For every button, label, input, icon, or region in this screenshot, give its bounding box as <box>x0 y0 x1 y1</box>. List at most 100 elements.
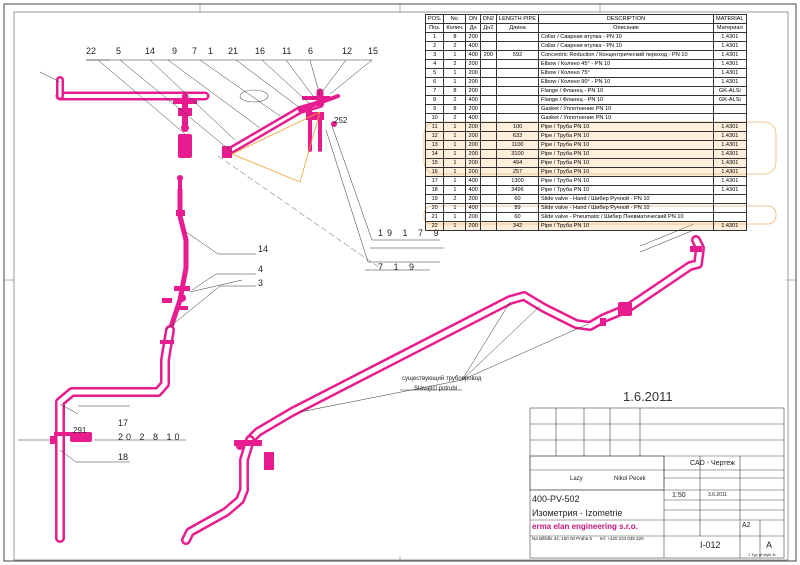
bom-cell <box>496 104 540 114</box>
bom-cell: 100 <box>496 122 540 132</box>
bom-cell: Pipe / Труба PN 10 <box>538 131 715 141</box>
bom-cell <box>496 68 540 78</box>
bom-cell: 1 <box>424 32 445 42</box>
bom-col-dn2-ru: Дн2 <box>479 23 498 33</box>
bom-cell: 1.4301 <box>713 140 747 150</box>
existing-pipe-ru: существующий трубопровод <box>402 376 482 382</box>
bom-cell: 592 <box>496 50 540 60</box>
middle-fittings <box>50 175 190 444</box>
bom-cell <box>479 122 498 132</box>
title-name1: Lazy <box>570 476 583 482</box>
callout-mid-14: 14 <box>258 244 269 254</box>
bom-cell: 200 <box>465 59 481 69</box>
callout-mid-3: 3 <box>258 278 264 288</box>
bom-col-pos: POS. <box>424 14 445 24</box>
bom-cell: 18 <box>424 185 445 195</box>
callout-top-1: 1 <box>208 46 214 56</box>
bom-cell: 200 <box>465 158 481 168</box>
right-fittings <box>234 246 702 470</box>
bom-col-material-ru: Материал <box>713 23 747 33</box>
bom-cell <box>713 212 747 222</box>
bom-cell: Slide valve - Hand / Шибер Ручной - PN 1… <box>538 194 715 204</box>
bom-cell <box>479 167 498 177</box>
bom-cell: Slide valve - Hand / Шибер Ручной - PN 1… <box>538 203 715 213</box>
existing-pipe-cz: Stávající potrubí <box>414 386 458 392</box>
bom-cell: Elbow / Колено 75° <box>538 68 715 78</box>
bom-cell: 494 <box>496 158 540 168</box>
bom-cell: 200 <box>465 86 481 96</box>
bom-cell: 400 <box>465 50 481 60</box>
bom-cell <box>713 194 747 204</box>
bom-cell: 1100 <box>496 140 540 150</box>
upper-pipe-assembly <box>55 76 340 156</box>
bom-cell: 1 <box>443 212 467 222</box>
bom-cell: 2 <box>443 95 467 105</box>
bom-cell: 3496 <box>496 185 540 195</box>
bom-cell: Flange / Фланец - PN 10 <box>538 95 715 105</box>
bom-cell: 200 <box>465 212 481 222</box>
bom-cell: Elbow / Колено 45° - PN 10 <box>538 59 715 69</box>
bom-cell: 1.4301 <box>713 158 747 168</box>
bom-cell: 1.4301 <box>713 185 747 195</box>
company-address: Na Bělidle 34, 150 00 Praha 5 <box>532 536 593 541</box>
callout-row-b: 7 1 9 <box>378 262 419 272</box>
bom-cell: 1.4301 <box>713 131 747 141</box>
callout-low-17: 17 <box>118 418 129 428</box>
bom-cell: 1.4301 <box>713 149 747 159</box>
company-name: erma elan engineering s.r.o. <box>532 522 638 531</box>
bom-cell <box>496 113 540 123</box>
bom-cell: 1 <box>443 140 467 150</box>
bom-cell: 21 <box>424 212 445 222</box>
bom-cell: 633 <box>496 131 540 141</box>
callout-low-291: 291 <box>73 426 87 435</box>
drawing-date: 1.6.2011 <box>623 389 673 404</box>
bom-cell <box>496 95 540 105</box>
bom-cell: 22 <box>424 221 445 231</box>
bom-cell: 400 <box>465 113 481 123</box>
bom-cell: 8 <box>443 86 467 96</box>
bom-cell: 1.4301 <box>713 122 747 132</box>
callout-top-22: 22 <box>86 46 97 56</box>
bom-cell: 2 <box>424 41 445 51</box>
bom-cell: 8 <box>443 32 467 42</box>
upper-fittings <box>173 96 337 158</box>
bom-cell: Pipe / Труба PN 10 <box>538 158 715 168</box>
revision: A <box>766 540 773 550</box>
bom-cell: 14 <box>424 149 445 159</box>
bom-cell <box>496 77 540 87</box>
bom-cell: 7 <box>424 86 445 96</box>
bom-cell: 1.4301 <box>713 167 747 177</box>
bom-cell: 400 <box>465 176 481 186</box>
bom-cell: 12 <box>424 131 445 141</box>
bom-cell: 3100 <box>496 149 540 159</box>
bom-cell <box>479 194 498 204</box>
bom-header-en: POS. No. DN DN2 LENGTH PIPE DESCRIPTION … <box>424 14 747 24</box>
bom-cell: Elbow / Колено 90° - PN 10 <box>538 77 715 87</box>
callout-low-row: 20 2 8 10 <box>118 432 183 442</box>
bom-cell: 20 <box>424 203 445 213</box>
bom-cell <box>496 41 540 51</box>
bom-cell <box>479 86 498 96</box>
bom-cell: Collar / Сварная втулка - PN 10 <box>538 41 715 51</box>
bom-cell: 342 <box>496 221 540 231</box>
bom-cell: Pipe / Труба PN 10 <box>538 122 715 132</box>
drawing-subtitle: Изометрия - Izometrie <box>532 508 623 518</box>
bom-cell: 3 <box>424 50 445 60</box>
callout-top-15: 15 <box>368 46 379 56</box>
callout-top-9: 9 <box>172 46 178 56</box>
bom-cell: 1 <box>443 131 467 141</box>
bom-cell: 1 <box>443 50 467 60</box>
bom-cell: 6 <box>424 77 445 87</box>
bom-cell: Flange / Фланец - PN 10 <box>538 86 715 96</box>
bom-cell: 1.4301 <box>713 32 747 42</box>
bom-cell: 60 <box>496 194 540 204</box>
